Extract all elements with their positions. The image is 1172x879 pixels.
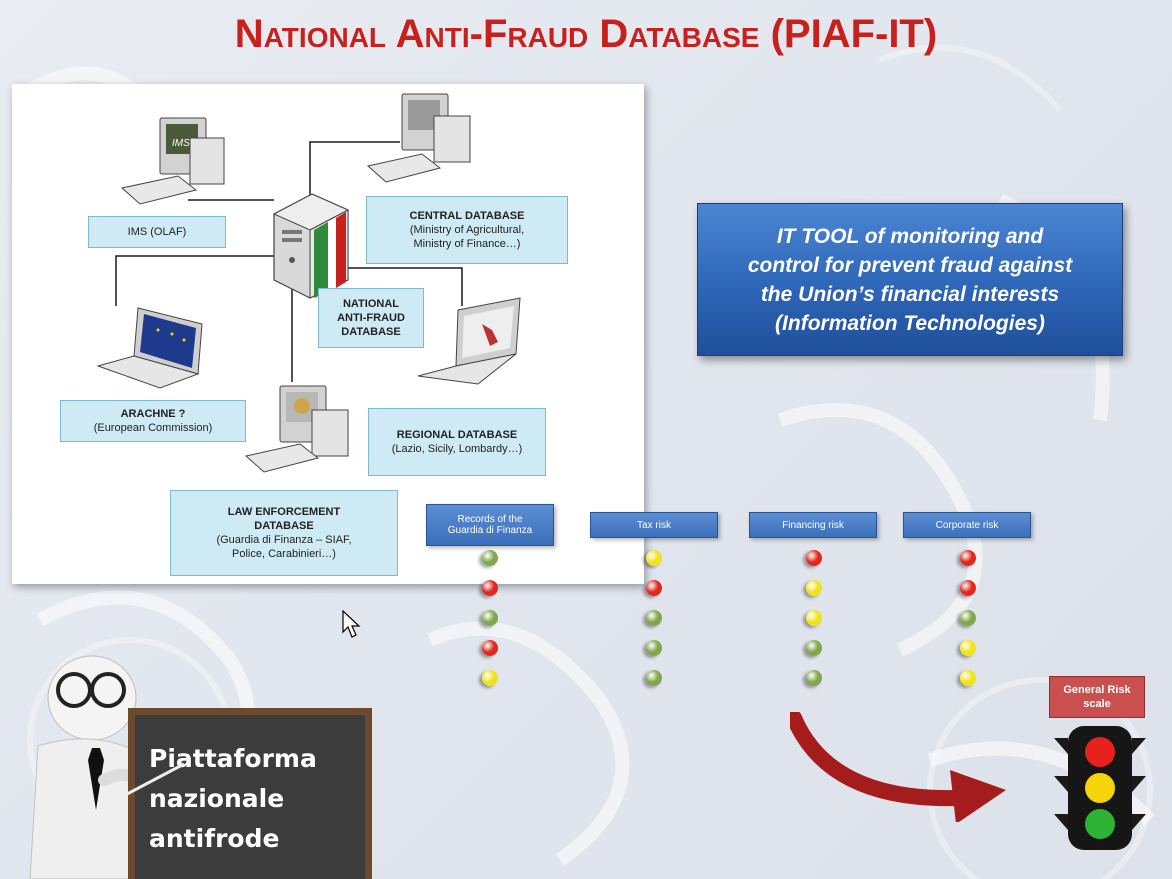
risk-indicator-green <box>806 640 822 656</box>
general-risk-text: General Risk <box>1063 684 1131 696</box>
risk-indicator-red <box>960 550 976 566</box>
risk-indicator-yellow <box>646 550 662 566</box>
central-database-box: CENTRAL DATABASE (Ministry of Agricultur… <box>366 196 568 264</box>
laptop-icon <box>417 297 521 385</box>
risk-header-label: Financing risk <box>782 519 844 531</box>
risk-indicator-green <box>960 610 976 626</box>
it-tool-line: control for prevent fraud against <box>747 253 1073 277</box>
page-title: National Anti-Fraud Database (PIAF-IT) <box>234 12 938 56</box>
risk-indicator-yellow <box>806 580 822 596</box>
ims-olaf-box: IMS (OLAF) <box>88 216 226 248</box>
risk-indicator-green <box>482 610 498 626</box>
connector-line <box>115 255 274 306</box>
risk-indicator-green <box>646 610 662 626</box>
risk-header-corporate: Corporate risk <box>903 512 1031 538</box>
risk-indicator-green <box>482 550 498 566</box>
risk-indicator-red <box>482 580 498 596</box>
law-enforcement-box: LAW ENFORCEMENT DATABASE (Guardia di Fin… <box>170 490 398 576</box>
central-database-title: CENTRAL DATABASE <box>409 210 525 222</box>
regional-database-title: REGIONAL DATABASE <box>396 429 518 441</box>
connector-line <box>309 141 400 200</box>
risk-indicator-green <box>646 670 662 686</box>
law-enforcement-title: DATABASE <box>254 520 314 532</box>
central-database-detail: Ministry of Finance…) <box>413 238 521 250</box>
risk-indicator-red <box>806 550 822 566</box>
law-enforcement-detail: Police, Carabinieri…) <box>232 548 336 560</box>
ims-label: IMS (OLAF) <box>127 226 187 238</box>
traffic-light-icon <box>1054 726 1146 850</box>
risk-header-tax: Tax risk <box>590 512 718 538</box>
risk-header-label: Corporate risk <box>935 519 999 531</box>
risk-indicator-yellow <box>482 670 498 686</box>
risk-indicator-green <box>646 640 662 656</box>
risk-indicator-yellow <box>960 670 976 686</box>
pointer-stick <box>111 762 185 804</box>
risk-indicator-red <box>960 580 976 596</box>
arachne-detail: (European Commission) <box>93 422 213 434</box>
risk-header-label: Guardia di Finanza <box>447 525 533 536</box>
chalkboard: Piattaforma nazionale antifrode <box>128 708 372 879</box>
server-icon <box>272 193 350 299</box>
teacher-figure-icon <box>29 655 140 879</box>
risk-header-financing: Financing risk <box>749 512 877 538</box>
arachne-box: ARACHNE ? (European Commission) <box>60 400 246 442</box>
chalkboard-line: nazionale <box>149 784 285 813</box>
it-tool-line: IT TOOL of monitoring and <box>776 224 1044 248</box>
connector-lines <box>115 141 463 382</box>
chalkboard-line: antifrode <box>149 824 280 853</box>
regional-database-detail: (Lazio, Sicily, Lombardy…) <box>391 443 523 455</box>
it-tool-line: (Information Technologies) <box>775 311 1045 335</box>
central-database-detail: (Ministry of Agricultural, <box>409 224 525 236</box>
general-risk-text: scale <box>1083 698 1111 710</box>
risk-indicator-red <box>482 640 498 656</box>
mouse-cursor-icon <box>342 610 361 638</box>
arachne-title: ARACHNE ? <box>120 408 186 420</box>
national-database-box: NATIONAL ANTI-FRAUD DATABASE <box>318 288 424 348</box>
connector-line <box>334 267 463 306</box>
risk-indicator-red <box>646 580 662 596</box>
diagram-graphics: IMS <box>96 93 521 473</box>
traffic-light-green-lamp <box>1085 809 1115 839</box>
risk-indicator-green <box>806 670 822 686</box>
general-risk-scale-label: General Risk scale <box>1049 676 1145 718</box>
regional-database-box: REGIONAL DATABASE (Lazio, Sicily, Lombar… <box>368 408 546 476</box>
traffic-light-yellow-lamp <box>1085 773 1115 803</box>
laptop-icon <box>96 307 203 389</box>
risk-header-label: Records of the <box>457 514 523 525</box>
desktop-computer-icon <box>366 93 471 183</box>
national-database-label: ANTI-FRAUD <box>337 312 405 324</box>
monitor-label: IMS <box>172 138 190 149</box>
national-database-label: DATABASE <box>341 326 401 338</box>
it-tool-box: IT TOOL of monitoring and control for pr… <box>697 203 1123 356</box>
national-database-label: NATIONAL <box>342 298 399 310</box>
it-tool-line: the Union’s financial interests <box>760 282 1060 306</box>
desktop-computer-icon: IMS <box>120 117 225 205</box>
desktop-computer-icon <box>244 385 349 473</box>
network-diagram: IMS <box>12 84 644 584</box>
law-enforcement-detail: (Guardia di Finanza – SIAF, <box>216 534 352 546</box>
traffic-light-red-lamp <box>1085 737 1115 767</box>
law-enforcement-title: LAW ENFORCEMENT <box>227 506 341 518</box>
risk-indicator-yellow <box>960 640 976 656</box>
risk-header-records: Records of the Guardia di Finanza <box>426 504 554 546</box>
curved-arrow-icon <box>790 712 1006 822</box>
risk-indicator-yellow <box>806 610 822 626</box>
risk-header-label: Tax risk <box>637 519 671 531</box>
